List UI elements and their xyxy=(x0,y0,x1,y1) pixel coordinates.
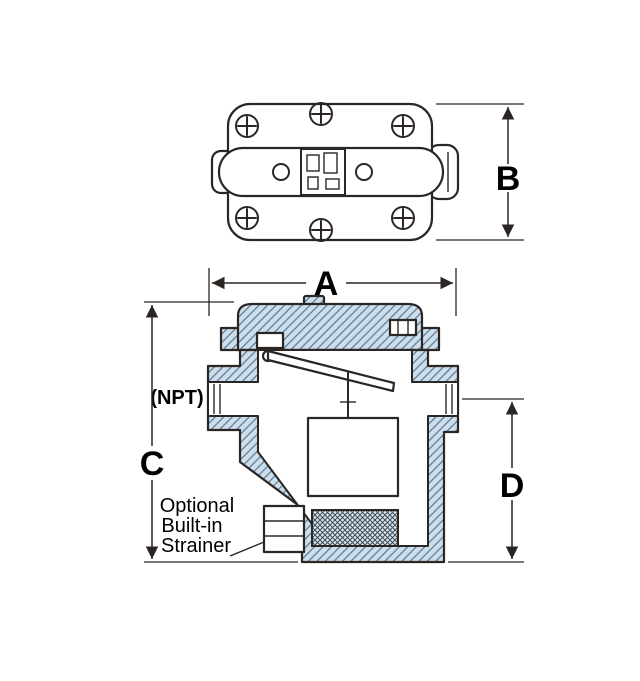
cover-screw xyxy=(235,114,259,138)
lid-vent-plug xyxy=(388,318,418,337)
nameplate-slot xyxy=(307,176,319,190)
nameplate-slot xyxy=(323,152,338,174)
dimension-d: D xyxy=(448,398,525,563)
npt-label: (NPT) xyxy=(150,387,203,409)
nameplate-slot xyxy=(306,154,320,172)
cover-screw xyxy=(391,206,415,230)
strainer-leader-line xyxy=(229,541,265,557)
strainer-note-line-3: Strainer xyxy=(161,535,231,557)
cover-screw xyxy=(309,102,333,126)
nameplate xyxy=(300,148,346,196)
strainer-screen xyxy=(311,509,399,547)
bucket-float xyxy=(306,416,400,498)
dim-b-label: B xyxy=(496,160,521,198)
dimension-b: B xyxy=(436,103,524,241)
boss-left xyxy=(272,163,290,181)
strainer-plug xyxy=(262,504,306,554)
top-view xyxy=(210,102,460,242)
valve-assembly xyxy=(255,331,285,350)
dim-c-label: C xyxy=(140,445,165,483)
strainer-note-line-1: Optional xyxy=(160,495,235,517)
dimension-c: C xyxy=(140,301,298,563)
section-view: (NPT) Optional Built-in Strainer xyxy=(150,294,460,564)
cover-screw xyxy=(309,218,333,242)
cover-screw xyxy=(235,206,259,230)
nameplate-slot xyxy=(325,178,340,190)
boss-right xyxy=(355,163,373,181)
cover-screw xyxy=(391,114,415,138)
strainer-note-line-2: Built-in xyxy=(161,515,222,537)
dim-d-label: D xyxy=(500,467,525,505)
float-lever xyxy=(266,349,396,393)
